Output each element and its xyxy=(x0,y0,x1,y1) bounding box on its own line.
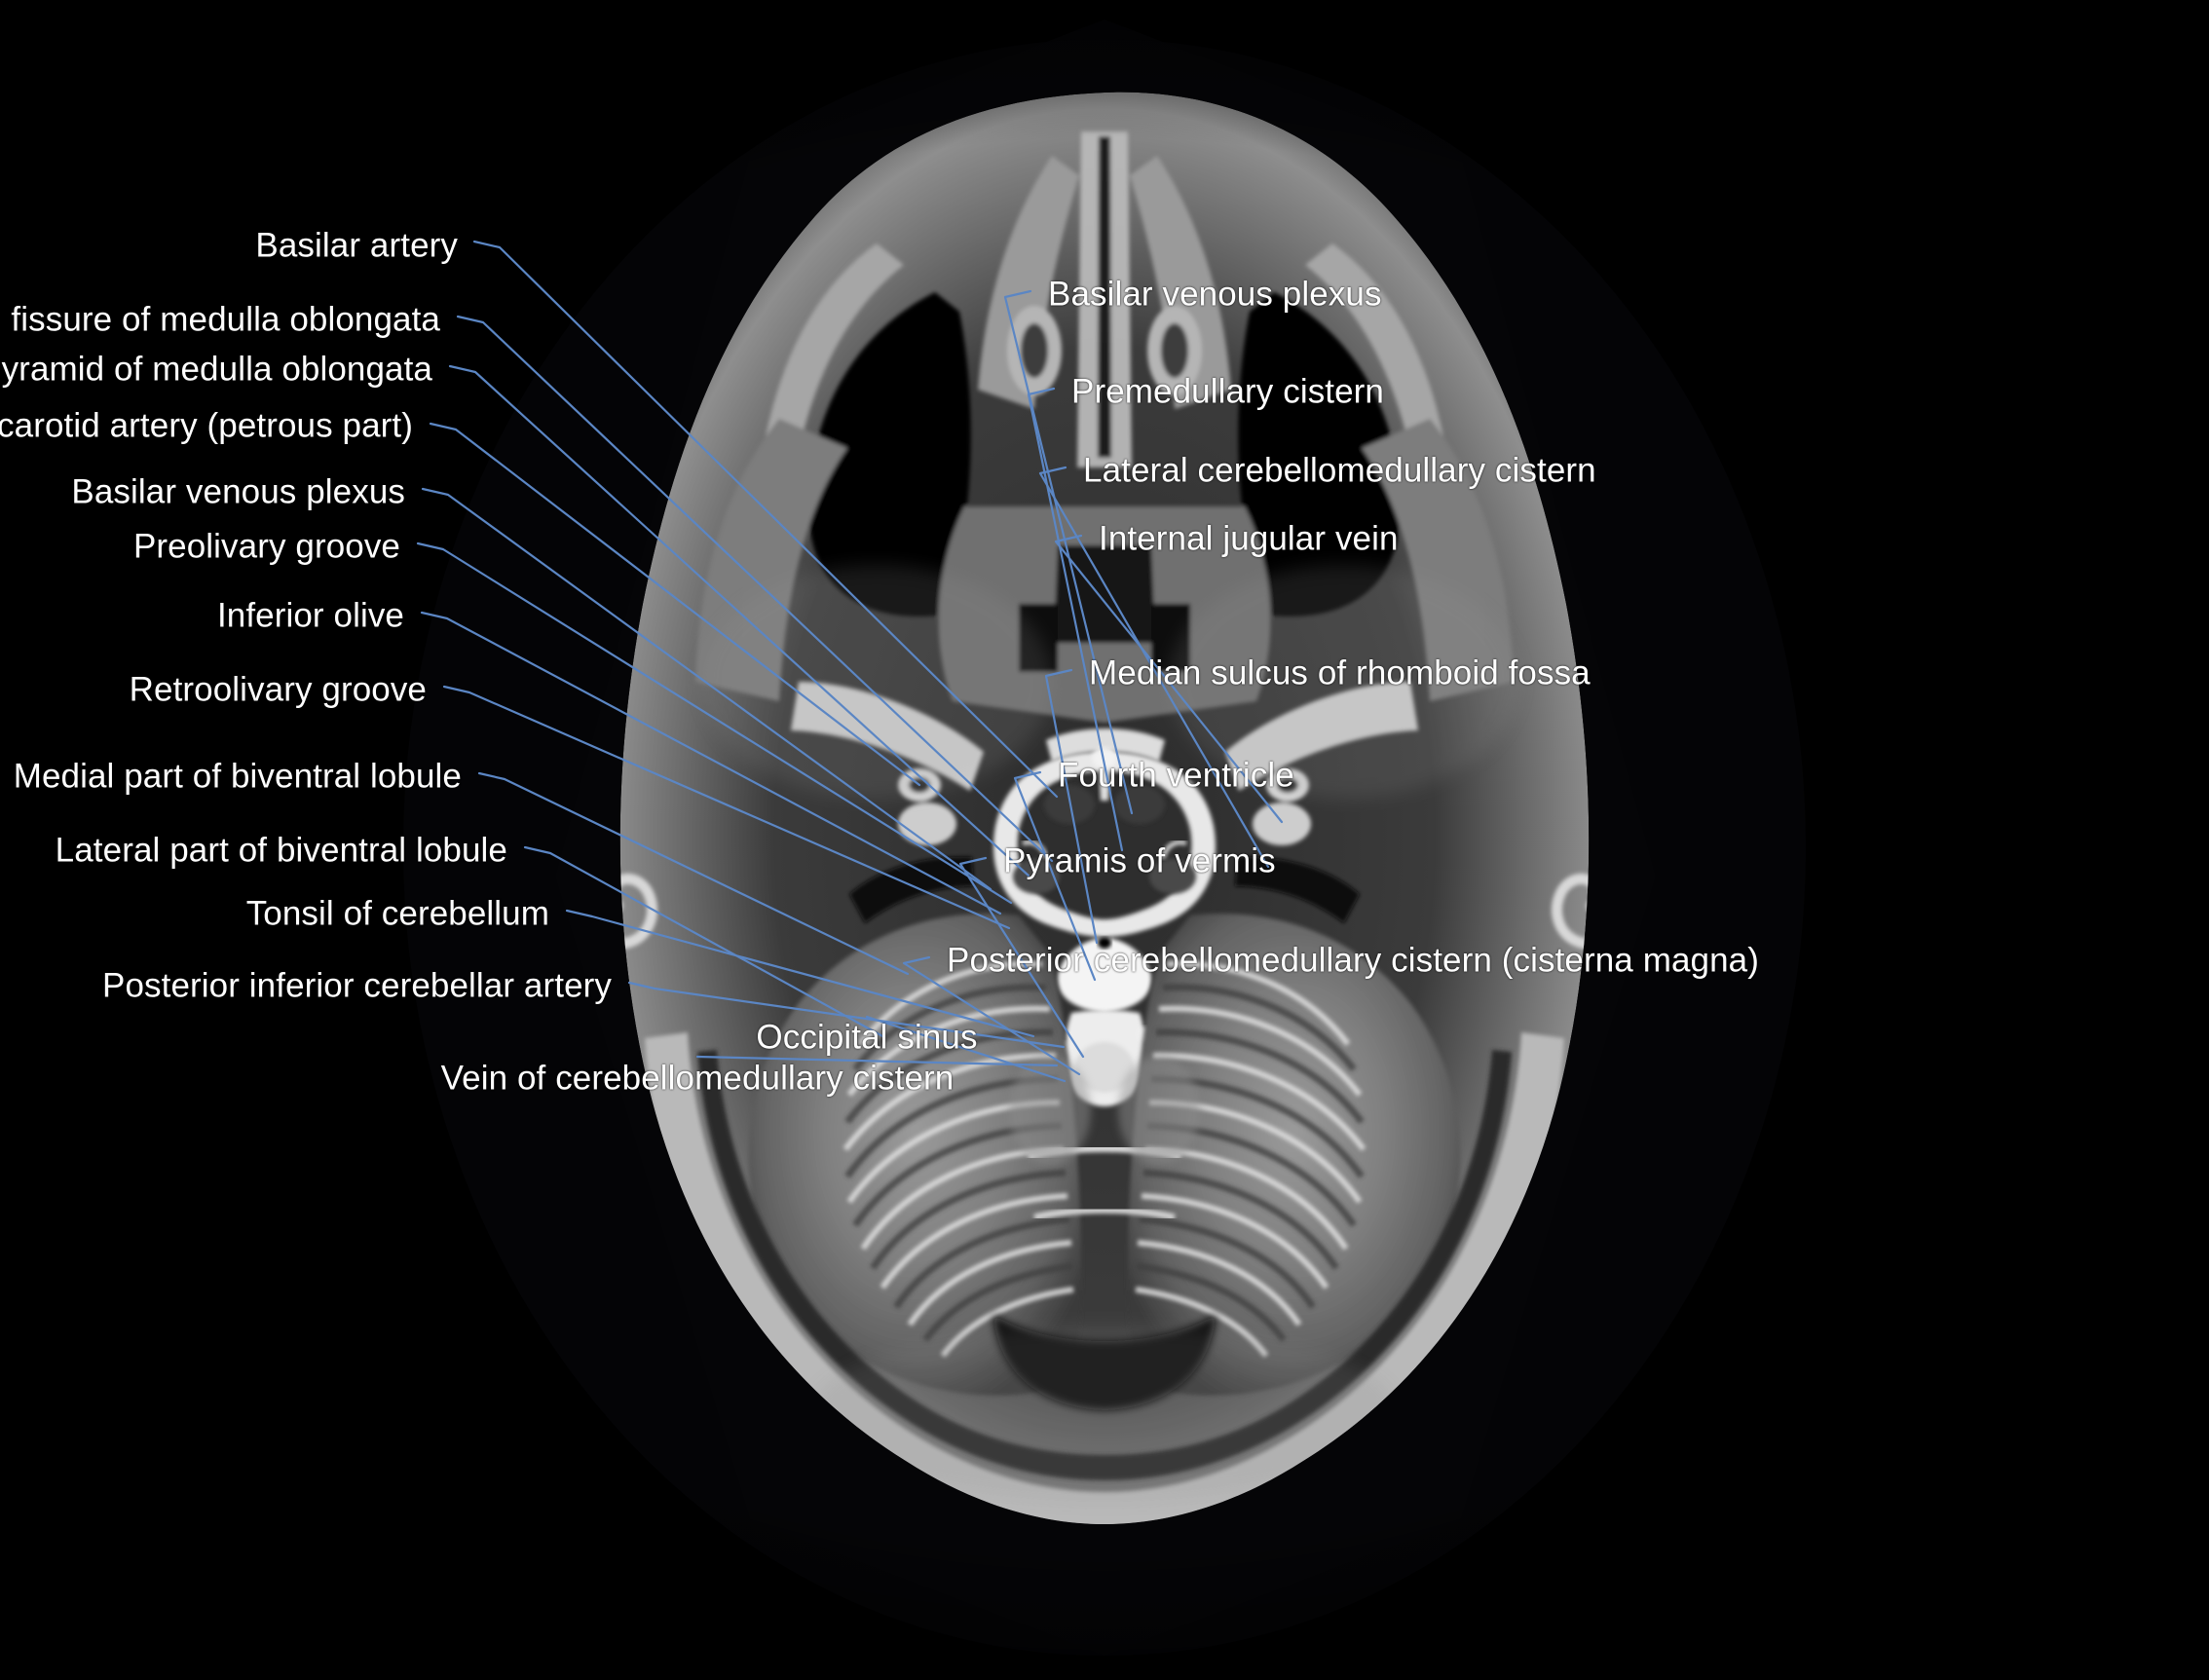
label-median-sulcus-of-rhomboid-fossa[interactable]: Median sulcus of rhomboid fossa xyxy=(1089,653,1591,692)
label-fourth-ventricle[interactable]: Fourth ventricle xyxy=(1058,756,1294,795)
label-inferior-olive[interactable]: Inferior olive xyxy=(216,596,404,635)
label-lateral-part-of-biventral-lobule[interactable]: Lateral part of biventral lobule xyxy=(55,831,507,870)
label-pyramis-of-vermis[interactable]: Pyramis of vermis xyxy=(1003,841,1276,880)
label-internal-jugular-vein[interactable]: Internal jugular vein xyxy=(1099,519,1399,558)
label-retroolivary-groove[interactable]: Retroolivary groove xyxy=(129,670,427,709)
label-basilar-venous-plexus-right[interactable]: Basilar venous plexus xyxy=(1048,275,1382,314)
label-occipital-sinus[interactable]: Occipital sinus xyxy=(756,1018,978,1057)
label-basilar-artery[interactable]: Basilar artery xyxy=(255,226,458,265)
label-premedullary-cistern[interactable]: Premedullary cistern xyxy=(1071,372,1384,411)
label-internal-carotid-artery-petrous-part[interactable]: Internal carotid artery (petrous part) xyxy=(0,406,413,445)
label-preolivary-groove[interactable]: Preolivary groove xyxy=(132,527,400,566)
label-medial-part-of-biventral-lobule[interactable]: Medial part of biventral lobule xyxy=(13,757,462,796)
label-tonsil-of-cerebellum[interactable]: Tonsil of cerebellum xyxy=(245,894,549,933)
label-lateral-cerebellomedullary-cistern[interactable]: Lateral cerebellomedullary cistern xyxy=(1083,451,1596,490)
label-anterior-median-fissure-of-medulla-oblongata[interactable]: Anterior median fissure of medulla oblon… xyxy=(0,300,440,339)
label-posterior-inferior-cerebellar-artery[interactable]: Posterior inferior cerebellar artery xyxy=(102,966,612,1005)
label-posterior-cerebellomedullary-cistern-cisterna-magna[interactable]: Posterior cerebellomedullary cistern (ci… xyxy=(947,941,1759,980)
label-vein-of-cerebellomedullary-cistern[interactable]: Vein of cerebellomedullary cistern xyxy=(440,1059,955,1098)
label-basilar-venous-plexus-left[interactable]: Basilar venous plexus xyxy=(71,472,405,511)
label-pyramid-of-medulla-oblongata[interactable]: Pyramid of medulla oblongata xyxy=(0,350,432,389)
